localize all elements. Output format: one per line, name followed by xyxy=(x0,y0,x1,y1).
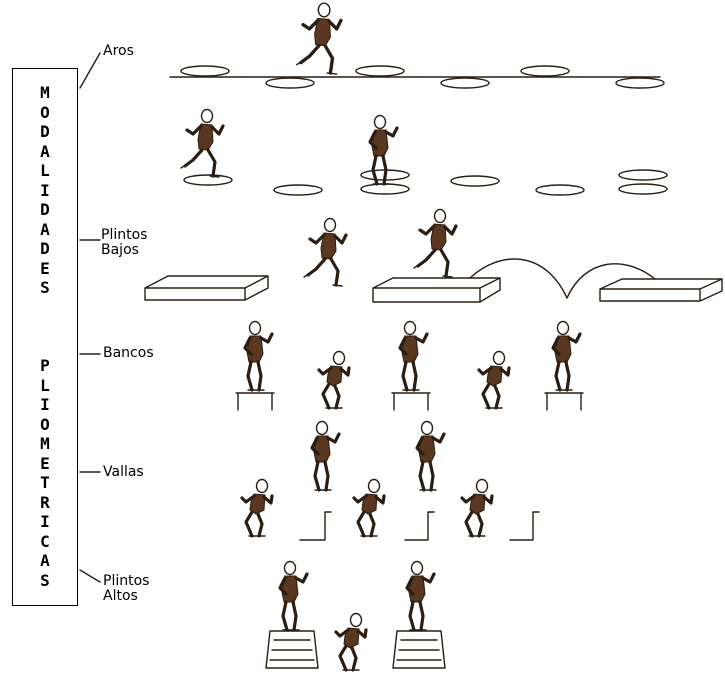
hoop xyxy=(265,77,315,89)
bench xyxy=(544,392,584,411)
athlete-figure xyxy=(295,1,343,76)
athlete-figure xyxy=(352,477,386,538)
hoop xyxy=(273,184,323,196)
letter: E xyxy=(40,258,50,278)
athlete-figure xyxy=(243,319,274,392)
hoop xyxy=(535,184,585,196)
low-box xyxy=(372,277,501,303)
row-vallas xyxy=(240,419,540,541)
hoop xyxy=(183,174,233,186)
hoop xyxy=(450,175,500,187)
row-aros-two xyxy=(179,107,668,196)
letter: D xyxy=(40,122,50,141)
athlete-figure xyxy=(310,419,341,492)
bench xyxy=(235,392,275,411)
letter: S xyxy=(40,278,50,297)
athlete-figure xyxy=(179,107,225,179)
row-plintos-altos xyxy=(265,559,446,672)
letter: M xyxy=(40,434,50,453)
letter: I xyxy=(40,180,50,200)
vertical-word-pliometricas: P L I O M E T R I C A S xyxy=(13,356,77,590)
letter: P xyxy=(40,356,50,375)
hoop xyxy=(355,65,405,77)
hoop xyxy=(618,169,668,181)
hoop xyxy=(618,183,668,195)
athlete-figure xyxy=(477,349,511,410)
row-aros xyxy=(169,1,665,89)
athlete-figure xyxy=(302,216,348,288)
athlete-figure xyxy=(412,207,458,279)
label-line: Altos xyxy=(103,588,138,604)
label-line: Bajos xyxy=(101,242,139,258)
low-box xyxy=(599,278,723,302)
high-box xyxy=(392,630,446,669)
label-line: Bancos xyxy=(103,345,154,361)
letter: O xyxy=(40,102,50,122)
athlete-figure xyxy=(398,319,429,392)
letter: D xyxy=(40,239,50,258)
hurdle xyxy=(404,511,435,541)
hoop xyxy=(360,183,410,195)
hoop xyxy=(180,65,230,77)
letter: I xyxy=(40,395,50,414)
letter: D xyxy=(40,200,50,219)
connector-aros xyxy=(79,52,101,89)
letter: E xyxy=(40,453,50,473)
low-box xyxy=(144,275,269,301)
row-plintos-bajos xyxy=(144,207,723,303)
athlete-figure xyxy=(460,477,494,538)
row-bancos xyxy=(235,319,584,411)
label-line: Vallas xyxy=(103,464,144,480)
athlete-figure xyxy=(334,611,368,672)
modalidades-pliometricas-box: M O D A L I D A D E S P L I O M E T R I … xyxy=(12,68,78,606)
high-box-detail xyxy=(396,639,442,661)
label-plintos-altos: Plintos Altos xyxy=(103,574,149,604)
label-vallas: Vallas xyxy=(103,465,144,480)
label-line: Plintos xyxy=(101,227,148,243)
hoop xyxy=(440,77,490,89)
hurdle xyxy=(299,511,332,541)
athlete-figure xyxy=(240,477,274,538)
high-box-detail xyxy=(269,639,315,661)
letter: T xyxy=(40,473,50,492)
label-line: Aros xyxy=(103,43,134,59)
athlete-figure xyxy=(278,559,309,632)
athlete-figure xyxy=(368,113,399,186)
label-line: Plintos xyxy=(103,573,150,589)
letter: L xyxy=(40,161,50,180)
letter: S xyxy=(40,570,50,590)
vertical-word-modalidades: M O D A L I D A D E S xyxy=(13,83,77,298)
letter: C xyxy=(40,531,50,551)
letter: A xyxy=(40,141,50,161)
label-plintos-bajos: Plintos Bajos xyxy=(101,228,147,258)
letter: A xyxy=(40,551,50,570)
letter: L xyxy=(40,375,50,395)
hurdle xyxy=(509,511,540,541)
label-bancos: Bancos xyxy=(103,346,154,361)
jump-arc xyxy=(469,258,656,299)
connector-plintos-altos xyxy=(79,569,101,583)
high-box xyxy=(265,630,319,669)
bench xyxy=(391,392,431,411)
athlete-figure xyxy=(415,419,446,492)
hoop xyxy=(615,77,665,89)
label-aros: Aros xyxy=(103,44,134,59)
letter: R xyxy=(40,492,50,512)
athlete-figure xyxy=(405,559,436,632)
athlete-figure xyxy=(317,349,351,410)
letter: O xyxy=(40,414,50,434)
athlete-figure xyxy=(551,319,582,392)
hoop xyxy=(520,65,570,77)
letter: M xyxy=(40,83,50,102)
letter: A xyxy=(40,219,50,239)
letter: I xyxy=(40,512,50,531)
